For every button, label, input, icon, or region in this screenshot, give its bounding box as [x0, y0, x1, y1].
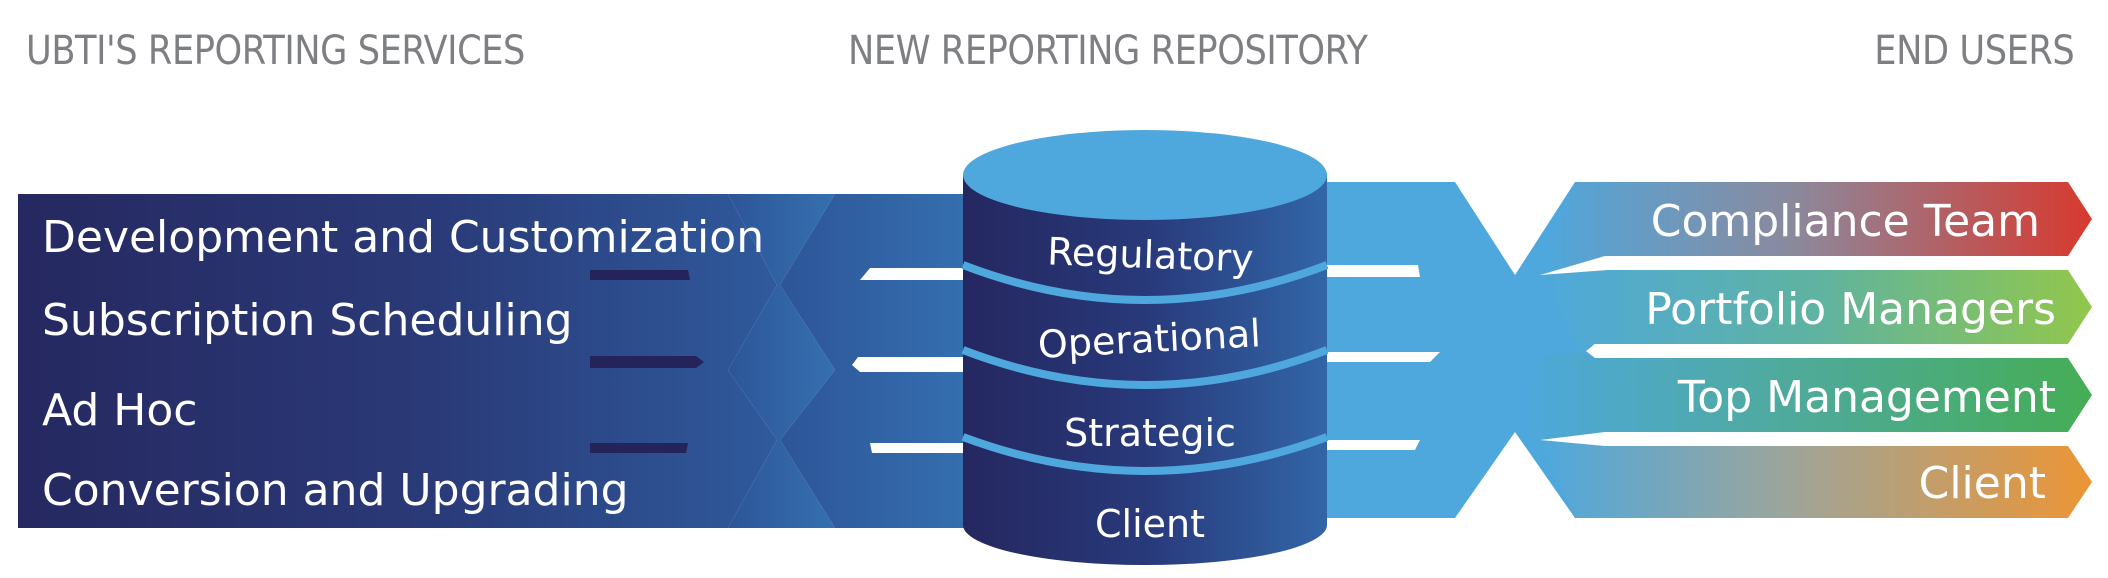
layer-separator [961, 346, 1329, 389]
repository-layer: Regulatory [1047, 229, 1255, 280]
right-connector [1325, 182, 1600, 518]
cylinder-top [963, 130, 1327, 220]
layer-separator [961, 433, 1329, 475]
header-reporting-repository: NEW REPORTING REPOSITORY [848, 28, 1368, 74]
end-user-item: Compliance Team [1651, 196, 2040, 247]
end-user-item: Portfolio Managers [1645, 284, 2056, 335]
end-users-panel [1520, 182, 2092, 518]
left-connector-arrows [780, 194, 975, 528]
service-item: Development and Customization [42, 212, 764, 263]
layer-separator [961, 261, 1329, 304]
services-separator [590, 443, 688, 453]
end-user-band-portfolio [1540, 270, 2092, 352]
repository-layer: Strategic [1064, 411, 1236, 455]
end-users-separator [1604, 256, 2068, 270]
services-panel-shape [18, 194, 777, 528]
left-connector [728, 194, 975, 528]
services-separator [590, 356, 704, 368]
database-cylinder-icon [963, 175, 1327, 565]
service-item: Subscription Scheduling [42, 295, 573, 346]
end-user-item: Top Management [1677, 372, 2056, 423]
services-panel [18, 194, 777, 528]
right-connector-shape [1325, 182, 1600, 518]
service-item: Ad Hoc [42, 385, 197, 436]
services-separator [590, 270, 690, 280]
service-item: Conversion and Upgrading [42, 465, 629, 516]
end-user-band-compliance [1540, 182, 2092, 275]
end-user-item: Client [1919, 458, 2046, 509]
end-users-separator [1586, 344, 2068, 358]
repository-layer: Client [1095, 502, 1205, 546]
end-users-separator [1605, 432, 2068, 446]
end-user-band-client [1540, 440, 2092, 518]
left-connector-shape [728, 194, 835, 528]
header-end-users: END USERS [1873, 28, 2075, 74]
header-reporting-services: UBTI'S REPORTING SERVICES [26, 28, 525, 74]
end-user-band-top-mgmt [1520, 352, 2092, 440]
repository-cylinder [961, 130, 1329, 565]
